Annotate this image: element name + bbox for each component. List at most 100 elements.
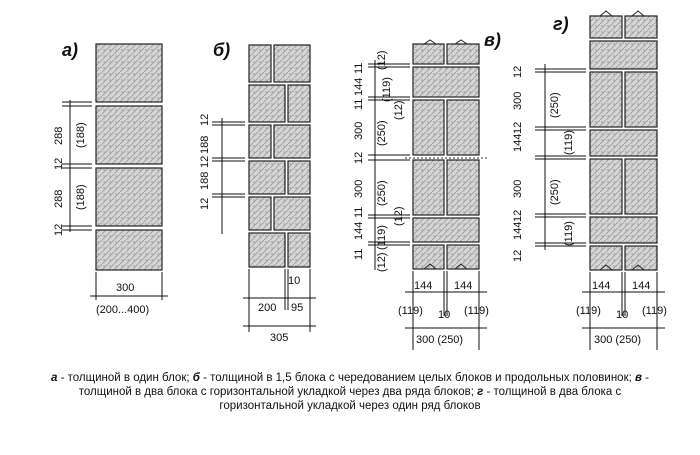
block <box>248 84 286 123</box>
dim-label: (12) <box>393 206 405 226</box>
dim-label: 144 <box>454 280 472 292</box>
dim-label: 12 <box>199 198 211 210</box>
bottom-right-label: 95 <box>291 302 303 314</box>
block <box>624 158 658 215</box>
block <box>248 124 272 159</box>
dim-label: 144 <box>632 280 650 292</box>
bottom-left-label: 200 <box>258 302 276 314</box>
width-label: 300 <box>116 282 134 294</box>
dim-label: 144 <box>512 222 524 240</box>
figure-b-letter: б) <box>213 40 230 60</box>
dim-label: 11 <box>353 99 365 110</box>
figure-a: а) 288 (188) 12 288 (188) 12 300 (200...… <box>53 40 168 316</box>
dim-label: 12 <box>353 152 365 164</box>
width-range-label: (200...400) <box>96 304 149 316</box>
block <box>446 244 480 270</box>
dim-label: 12 <box>512 250 524 262</box>
caption-text-b: - толщиной в 1,5 блока с чередованием це… <box>199 372 635 384</box>
dim-label: (119) <box>464 305 489 317</box>
block <box>273 44 311 83</box>
dim-label: (119) <box>563 130 575 155</box>
dim-label: 188 <box>199 136 211 154</box>
figure-v: в) 11 144 11 300 12 <box>353 30 501 350</box>
dim-label: 288 <box>53 190 65 208</box>
caption-text-g: - толщиной в два блока с горизонтальной … <box>219 386 622 412</box>
total-label: 305 <box>270 332 288 344</box>
dim-label: 188 <box>199 172 211 190</box>
block <box>412 99 445 156</box>
masonry-diagram: а) 288 (188) 12 288 (188) 12 300 (200...… <box>53 10 667 350</box>
block <box>589 245 623 271</box>
block <box>287 160 311 195</box>
dim-label: (188) <box>75 122 87 148</box>
caption-key-v: в <box>635 372 642 384</box>
block <box>589 40 658 70</box>
block <box>624 71 658 128</box>
dim-label: (119) <box>376 225 388 250</box>
joint-label: 10 <box>288 275 300 287</box>
dim-label: 12 <box>512 122 524 134</box>
caption-key-g: г <box>477 386 484 398</box>
dim-label: 11 <box>353 63 365 74</box>
figure-caption: а - толщиной в один блок; б - толщиной в… <box>40 371 660 413</box>
dim-label: 12 <box>512 210 524 222</box>
dim-label: 11 <box>353 249 365 260</box>
block <box>95 43 163 103</box>
dim-label: (119) <box>381 77 393 102</box>
dim-label: (12) <box>393 100 405 120</box>
block <box>248 196 272 231</box>
dim-label: (12) <box>376 252 388 272</box>
figure-g: г) 12 300 12 1 <box>512 10 667 350</box>
dim-label: 144 <box>353 78 365 96</box>
dim-label: (250) <box>549 179 561 205</box>
dim-label: 10 <box>438 309 450 321</box>
figure-g-letter: г) <box>553 14 569 34</box>
block <box>446 43 480 65</box>
dim-label: (12) <box>376 50 388 70</box>
dim-label: (250) <box>549 92 561 118</box>
figure-v-letter: в) <box>484 30 501 50</box>
caption-text-v: - толщиной в два блока с горизонтальной … <box>78 372 649 398</box>
caption-key-b: б <box>192 372 200 384</box>
dim-label: (119) <box>398 305 423 317</box>
block <box>589 129 658 157</box>
block <box>273 124 311 159</box>
block <box>95 105 163 165</box>
block <box>248 232 286 268</box>
caption-text-a: - толщиной в один блок; <box>57 372 193 384</box>
block <box>95 229 163 271</box>
dim-label: 300 <box>353 180 365 198</box>
dim-label: 12 <box>199 156 211 168</box>
figure-a-letter: а) <box>62 40 78 60</box>
dim-label: 12 <box>53 158 65 170</box>
block <box>412 66 480 98</box>
block <box>589 71 623 128</box>
caption-key-a: а <box>51 372 58 384</box>
block <box>446 159 480 216</box>
dim-label: (119) <box>642 305 667 317</box>
dim-label: 144 <box>414 280 432 292</box>
dim-label: 10 <box>616 309 628 321</box>
dim-label: 12 <box>199 114 211 126</box>
block <box>248 160 286 195</box>
block <box>412 217 480 243</box>
block <box>412 43 445 65</box>
total-label: 300 (250) <box>594 334 641 346</box>
block <box>589 15 623 39</box>
block <box>624 15 658 39</box>
dim-label: (188) <box>75 184 87 210</box>
dim-label: (119) <box>576 305 601 317</box>
dim-label: 12 <box>53 224 65 236</box>
dim-label: 300 <box>512 92 524 110</box>
dim-label: 11 <box>353 207 365 218</box>
block <box>624 245 658 271</box>
dim-label: 144 <box>353 222 365 240</box>
dim-label: 12 <box>512 66 524 78</box>
block <box>287 84 311 123</box>
total-label: 300 (250) <box>416 334 463 346</box>
block <box>589 216 658 244</box>
block <box>412 159 445 216</box>
block <box>95 167 163 227</box>
figure-b: б) 12 188 12 188 12 10 <box>199 40 316 344</box>
